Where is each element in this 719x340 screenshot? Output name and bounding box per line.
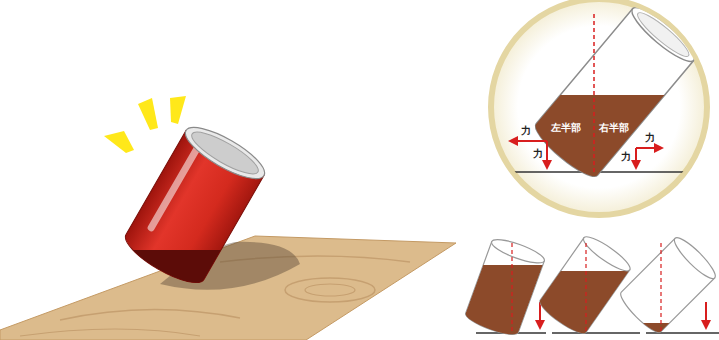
can-top — [489, 235, 546, 267]
half-label: 左半部 — [551, 123, 581, 133]
small-can — [346, 188, 663, 340]
wooden-board — [0, 236, 456, 340]
can-liquid — [548, 323, 719, 340]
force-label: 力 — [621, 152, 631, 162]
ground-line — [552, 332, 640, 334]
red-can — [0, 66, 488, 340]
burst-stroke — [104, 131, 134, 153]
wood-grain — [305, 284, 355, 296]
can-top — [670, 233, 719, 282]
force-label: 力 — [645, 133, 655, 143]
inset-content — [317, 0, 719, 340]
gravity-line — [593, 14, 595, 172]
can-liquid — [0, 250, 395, 340]
can-lid — [187, 125, 263, 180]
small-can — [409, 158, 719, 340]
inset-can — [317, 0, 719, 340]
force-label: 力 — [533, 149, 543, 159]
gravity-line — [660, 243, 661, 333]
small-can-row — [346, 158, 719, 340]
force-arrow — [546, 141, 548, 168]
impact-burst — [104, 96, 186, 153]
force-arrow — [510, 140, 547, 142]
wood-grain — [20, 329, 200, 336]
can-lid — [633, 8, 693, 61]
can-top — [626, 1, 700, 68]
wood-grain — [60, 309, 240, 320]
half-label: 右半部 — [599, 123, 629, 133]
can-highlight — [147, 142, 203, 232]
weight-arrow — [539, 302, 541, 328]
burst-stroke — [138, 98, 158, 130]
force-arrow — [635, 148, 637, 168]
wood-grain — [285, 278, 375, 302]
can-top — [580, 232, 634, 276]
gravity-line — [585, 243, 586, 333]
burst-stroke — [170, 96, 186, 124]
force-label: 力 — [521, 126, 531, 136]
small-can — [488, 203, 719, 340]
gravity-line — [511, 243, 512, 333]
weight-arrow — [705, 302, 707, 328]
board-surface — [0, 236, 456, 340]
force-arrow — [636, 147, 662, 149]
can-top — [179, 118, 271, 187]
